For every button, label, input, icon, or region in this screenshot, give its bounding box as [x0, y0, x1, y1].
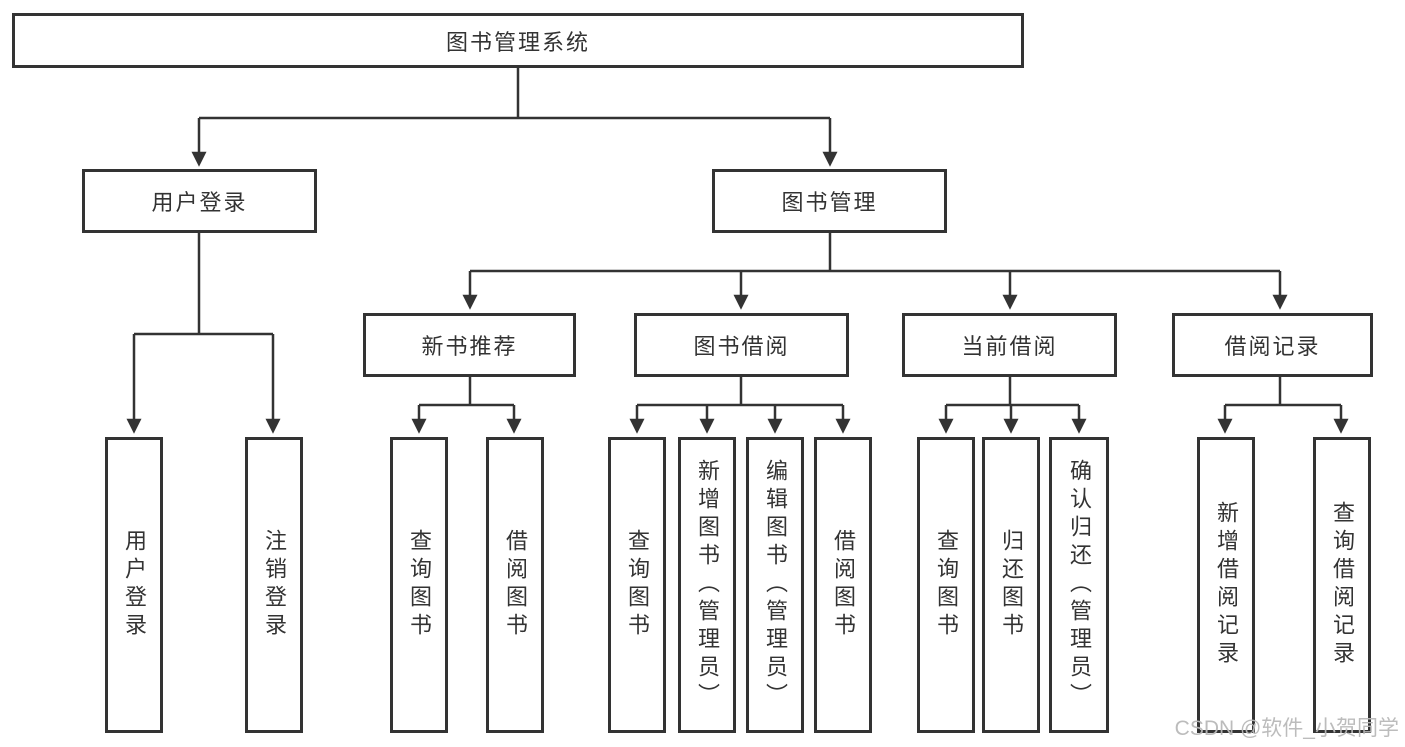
leaf-add-books-admin: 新增图书（管理员）	[678, 437, 736, 733]
node-label: 查询图书	[934, 529, 959, 641]
node-label: 当前借阅	[961, 334, 1058, 359]
node-borrowing-records: 借阅记录	[1172, 313, 1373, 377]
node-new-book-recommendation: 新书推荐	[363, 313, 576, 377]
leaf-query-books-newbook: 查询图书	[390, 437, 448, 733]
node-label: 图书管理	[781, 190, 878, 215]
node-current-borrowing: 当前借阅	[902, 313, 1117, 377]
leaf-query-books-borrow: 查询图书	[608, 437, 666, 733]
node-label: 借阅图书	[831, 529, 856, 641]
node-label: 新书推荐	[421, 334, 518, 359]
node-label: 查询借阅记录	[1330, 501, 1355, 669]
leaf-borrow-books-newbook: 借阅图书	[486, 437, 544, 733]
node-label: 图书管理系统	[445, 29, 590, 55]
node-label: 新增图书（管理员）	[695, 459, 720, 711]
leaf-return-books: 归还图书	[982, 437, 1040, 733]
leaf-query-borrow-record: 查询借阅记录	[1313, 437, 1371, 733]
node-book-borrowing: 图书借阅	[634, 313, 849, 377]
leaf-confirm-return-admin: 确认归还（管理员）	[1049, 437, 1109, 733]
node-library-management-system: 图书管理系统	[12, 13, 1024, 68]
leaf-borrow-books: 借阅图书	[814, 437, 872, 733]
leaf-edit-books-admin: 编辑图书（管理员）	[746, 437, 804, 733]
node-label: 查询图书	[407, 529, 432, 641]
leaf-query-books-current: 查询图书	[917, 437, 975, 733]
leaf-add-borrow-record: 新增借阅记录	[1197, 437, 1255, 733]
node-label: 查询图书	[625, 529, 650, 641]
node-label: 编辑图书（管理员）	[763, 459, 788, 711]
node-label: 注销登录	[262, 529, 287, 641]
leaf-logout: 注销登录	[245, 437, 303, 733]
node-label: 用户登录	[151, 190, 248, 215]
node-label: 归还图书	[999, 529, 1024, 641]
node-label: 借阅图书	[503, 529, 528, 641]
csdn-watermark: CSDN @软件_小贺同学	[1174, 717, 1399, 740]
leaf-user-login: 用户登录	[105, 437, 163, 733]
node-label: 确认归还（管理员）	[1067, 459, 1092, 711]
node-label: 新增借阅记录	[1214, 501, 1239, 669]
node-book-management: 图书管理	[712, 169, 947, 233]
node-label: 借阅记录	[1224, 334, 1321, 359]
node-user-login: 用户登录	[82, 169, 317, 233]
node-label: 用户登录	[122, 529, 147, 641]
node-label: 图书借阅	[693, 334, 790, 359]
